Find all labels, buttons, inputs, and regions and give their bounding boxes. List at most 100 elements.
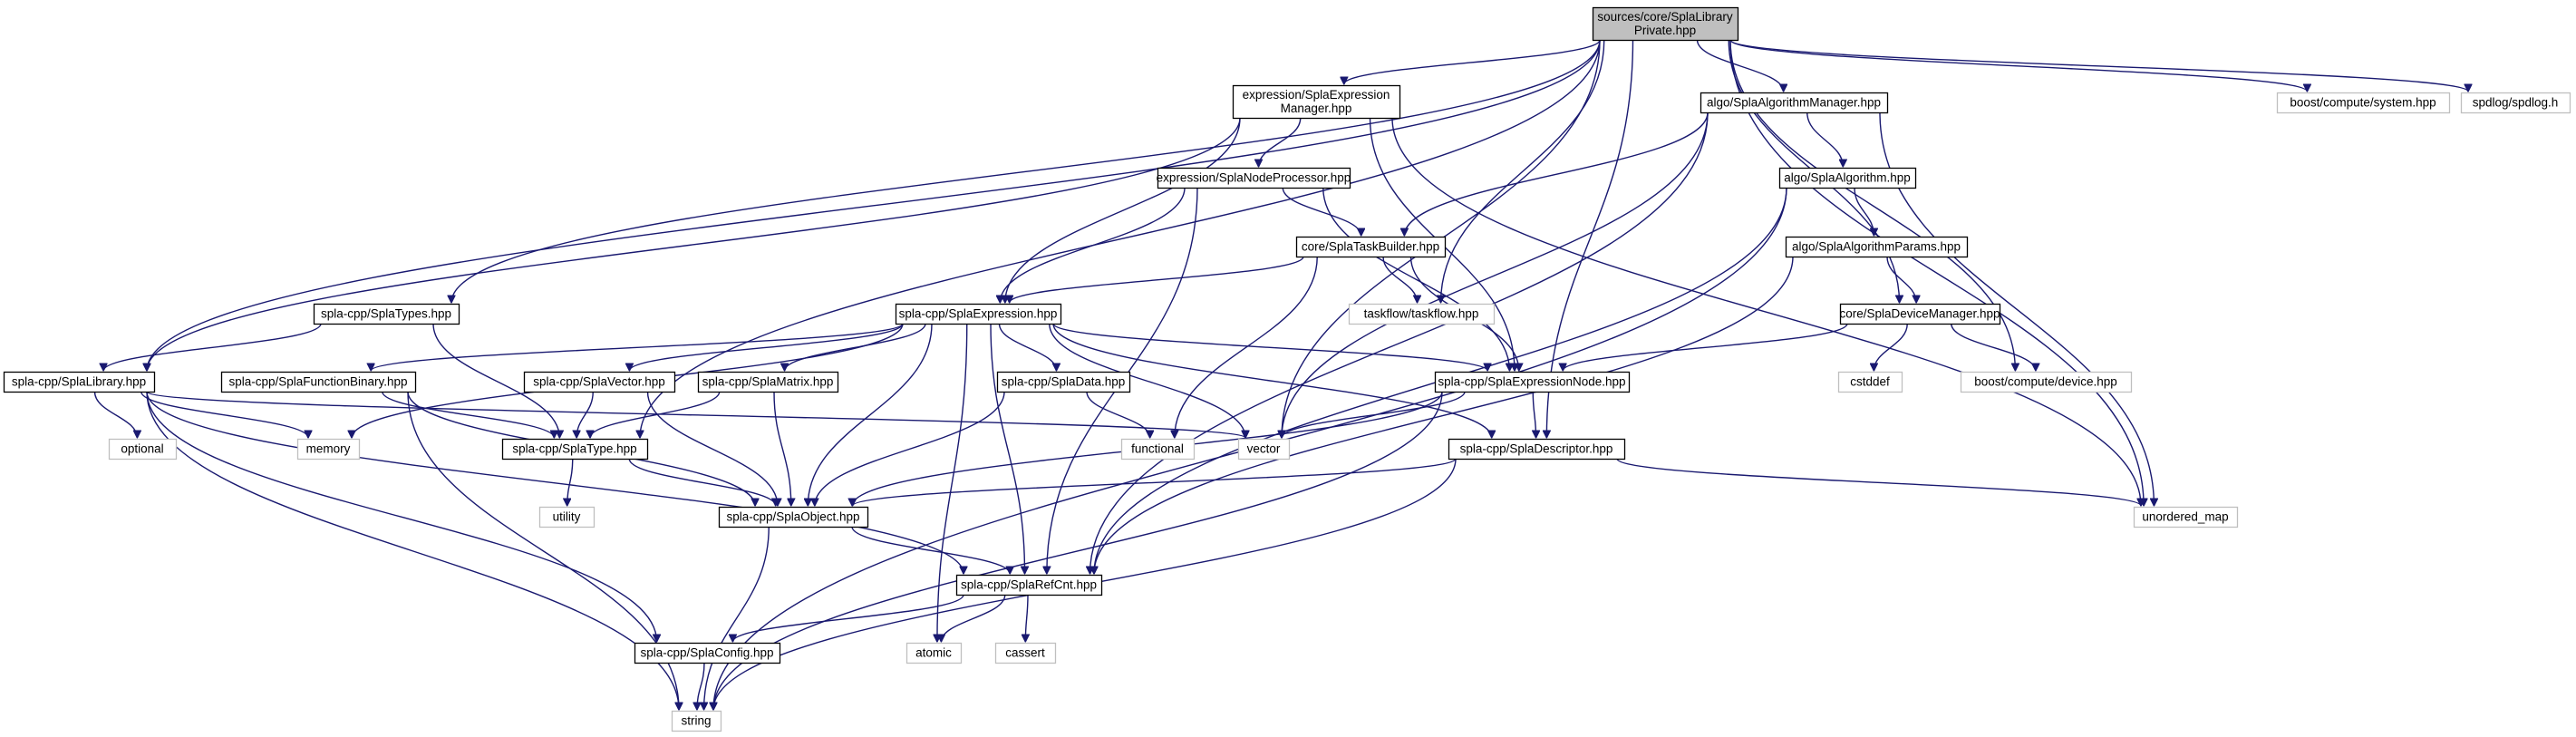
edge-expression-to-exprnode — [1052, 323, 1487, 372]
edge-taskbuilder-to-expression — [1010, 256, 1304, 303]
edge-algo-to-algoparams — [1854, 187, 1874, 236]
edge-library-to-memory — [140, 391, 308, 438]
edge-expression-to-datah — [998, 323, 1057, 371]
node-algo[interactable]: algo/SplaAlgorithm.hpp — [1778, 167, 1917, 189]
node-taskbuilder[interactable]: core/SplaTaskBuilder.hpp — [1295, 236, 1447, 258]
node-taskflow-label: taskflow/taskflow.hpp — [1364, 307, 1479, 321]
edge-types-to-typeh — [432, 323, 559, 438]
edge-refcnt-to-cassert — [1025, 594, 1028, 642]
node-object[interactable]: spla-cpp/SplaObject.hpp — [718, 506, 869, 529]
node-nodeproc-label: expression/SplaNodeProcessor.hpp — [1157, 171, 1351, 185]
node-descriptor[interactable]: spla-cpp/SplaDescriptor.hpp — [1448, 438, 1626, 461]
node-vectorh-box — [523, 371, 676, 393]
node-vectorh[interactable]: spla-cpp/SplaVector.hpp — [523, 371, 676, 393]
edge-nodeproc-to-taskbuilder — [1282, 187, 1361, 236]
node-optional-label: optional — [121, 442, 163, 456]
node-umap-label: unordered_map — [2142, 510, 2228, 524]
node-refcnt-box — [955, 574, 1103, 596]
edge-devmgr-to-exprnode — [1563, 323, 1848, 371]
node-descriptor-box — [1448, 438, 1626, 461]
node-atomic-label: atomic — [915, 646, 952, 660]
node-exprnode[interactable]: spla-cpp/SplaExpressionNode.hpp — [1434, 371, 1631, 393]
node-string-box — [671, 710, 722, 732]
node-config[interactable]: spla-cpp/SplaConfig.hpp — [634, 642, 781, 664]
node-algoparams[interactable]: algo/SplaAlgorithmParams.hpp — [1785, 236, 1969, 258]
node-library[interactable]: spla-cpp/SplaLibrary.hpp — [3, 371, 156, 393]
node-typeh-label: spla-cpp/SplaType.hpp — [512, 442, 636, 456]
node-typeh-box — [501, 438, 649, 461]
edge-library-to-vector — [146, 391, 1245, 438]
node-taskbuilder-label: core/SplaTaskBuilder.hpp — [1302, 240, 1439, 254]
node-memory-label: memory — [306, 442, 351, 456]
node-spdlog: spdlog/spdlog.h — [2460, 92, 2571, 114]
edge-funcbin-to-typeh — [382, 391, 555, 438]
node-types[interactable]: spla-cpp/SplaTypes.hpp — [313, 303, 460, 325]
node-umap: unordered_map — [2133, 506, 2239, 529]
node-cassert-label: cassert — [1005, 646, 1045, 660]
node-cstddef-label: cstddef — [1850, 375, 1890, 389]
node-cstddef: cstddef — [1837, 371, 1903, 393]
node-library-label: spla-cpp/SplaLibrary.hpp — [12, 375, 146, 389]
node-devmgr-label: core/SplaDeviceManager.hpp — [1839, 307, 2000, 321]
node-refcnt[interactable]: spla-cpp/SplaRefCnt.hpp — [955, 574, 1103, 596]
edge-library-to-optional — [93, 391, 138, 438]
node-exprmgr-label: expression/SplaExpression — [1243, 88, 1390, 102]
node-algomgr[interactable]: algo/SplaAlgorithmManager.hpp — [1700, 92, 1889, 114]
edge-object-to-refcnt — [851, 526, 1010, 574]
edge-library-to-refcnt — [146, 391, 964, 574]
edge-vectorh-to-object — [646, 391, 778, 506]
edge-matrix-to-typeh — [590, 391, 721, 438]
edge-descriptor-to-umap — [1616, 458, 2141, 507]
edge-nodeproc-to-exprnode — [1322, 187, 1510, 371]
edge-expression-to-vectorh — [629, 323, 904, 371]
node-cassert: cassert — [994, 642, 1057, 664]
edge-root-to-taskflow — [1441, 39, 1605, 303]
node-types-label: spla-cpp/SplaTypes.hpp — [321, 307, 451, 321]
node-atomic-box — [905, 642, 963, 664]
edge-library-to-config — [146, 391, 657, 642]
node-devmgr[interactable]: core/SplaDeviceManager.hpp — [1839, 303, 2001, 325]
edge-devmgr-to-boostdev — [1951, 323, 2036, 371]
node-typeh[interactable]: spla-cpp/SplaType.hpp — [501, 438, 649, 461]
node-matrix[interactable]: spla-cpp/SplaMatrix.hpp — [697, 371, 839, 393]
edge-root-to-library — [147, 39, 1601, 371]
edge-exprnode-to-vector — [1282, 391, 1466, 438]
edge-datah-to-object — [815, 391, 1005, 506]
node-cassert-box — [994, 642, 1057, 664]
node-taskbuilder-box — [1295, 236, 1447, 258]
node-algomgr-box — [1700, 92, 1889, 114]
edge-datah-to-functional — [1086, 391, 1150, 438]
edge-expression-to-descriptor — [1052, 323, 1492, 438]
edge-expression-to-refcnt — [990, 323, 1025, 574]
node-atomic: atomic — [905, 642, 963, 664]
node-expression[interactable]: spla-cpp/SplaExpression.hpp — [895, 303, 1062, 325]
node-vector: vector — [1237, 438, 1291, 461]
node-refcnt-label: spla-cpp/SplaRefCnt.hpp — [961, 578, 1097, 592]
edge-descriptor-to-object — [853, 458, 1457, 507]
node-functional-box — [1120, 438, 1196, 461]
node-funcbin[interactable]: spla-cpp/SplaFunctionBinary.hpp — [220, 371, 417, 393]
node-algoparams-label: algo/SplaAlgorithmParams.hpp — [1792, 240, 1961, 254]
node-root-box — [1592, 6, 1739, 42]
edge-refcnt-to-atomic — [941, 594, 1006, 642]
node-expression-label: spla-cpp/SplaExpression.hpp — [899, 307, 1058, 321]
node-types-box — [313, 303, 460, 325]
node-datah[interactable]: spla-cpp/SplaData.hpp — [996, 371, 1131, 393]
edge-root-to-umap — [1729, 39, 2144, 506]
node-string: string — [671, 710, 722, 732]
edge-root-to-algomgr — [1696, 39, 1784, 92]
node-library-box — [3, 371, 156, 393]
node-nodeproc[interactable]: expression/SplaNodeProcessor.hpp — [1157, 167, 1351, 189]
node-functional-label: functional — [1131, 442, 1184, 456]
node-memory: memory — [296, 438, 361, 461]
edge-expression-to-funcbin — [371, 323, 904, 372]
node-algo-box — [1778, 167, 1917, 189]
edge-exprmgr-to-expression — [1005, 117, 1241, 303]
node-nodeproc-box — [1157, 167, 1351, 189]
edge-typeh-to-object — [628, 458, 775, 506]
node-utility-label: utility — [553, 510, 581, 524]
node-boostsys: boost/compute/system.hpp — [2276, 92, 2451, 114]
